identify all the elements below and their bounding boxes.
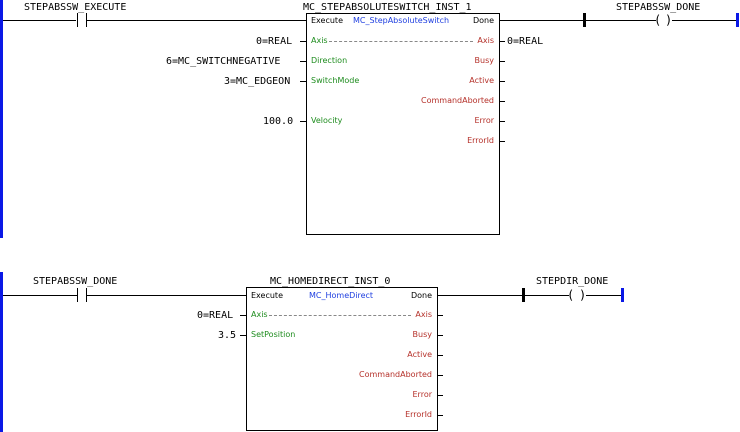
- pin-stub: [240, 315, 246, 316]
- pin-done: Done: [410, 291, 432, 300]
- pin-stub: [437, 315, 443, 316]
- contact-label: STEPABSSW_DONE: [33, 276, 118, 287]
- pin-stub: [300, 61, 306, 62]
- pin-stub: [437, 415, 443, 416]
- pin-axis-in: Axis: [311, 36, 328, 45]
- wire: [525, 295, 569, 296]
- pin-active: Active: [407, 350, 432, 359]
- function-block-mc-homedirect[interactable]: Execute MC_HomeDirect Done Axis Axis Set…: [246, 287, 438, 431]
- pin-commandaborted: CommandAborted: [359, 370, 432, 379]
- pin-stub: [300, 41, 306, 42]
- pin-axis-in: Axis: [251, 310, 268, 319]
- setposition-input-value[interactable]: 3.5: [218, 330, 237, 341]
- switchmode-input-value[interactable]: 3=MC_EDGEON: [224, 76, 291, 87]
- coil-label: STEPABSSW_DONE: [616, 2, 701, 13]
- fb-type-label: MC_StepAbsoluteSwitch: [353, 16, 450, 25]
- pin-active: Active: [469, 76, 494, 85]
- wire: [586, 295, 621, 296]
- pin-busy: Busy: [474, 56, 494, 65]
- pin-stub: [499, 61, 505, 62]
- wire: [3, 20, 76, 21]
- pin-stub: [499, 81, 505, 82]
- left-power-rail-rung1: [0, 0, 3, 238]
- pin-axis-out: Axis: [477, 36, 494, 45]
- pin-stub: [437, 375, 443, 376]
- axis-input-value[interactable]: 0=REAL: [256, 36, 293, 47]
- pin-direction: Direction: [311, 56, 348, 65]
- pin-execute: Execute: [251, 291, 283, 300]
- pin-stub: [437, 355, 443, 356]
- coil-label: STEPDIR_DONE: [536, 276, 609, 287]
- axis-passthrough-line: [269, 315, 411, 316]
- velocity-input-value[interactable]: 100.0: [263, 116, 294, 127]
- wire: [87, 20, 306, 21]
- pin-stub: [437, 395, 443, 396]
- axis-input-value[interactable]: 0=REAL: [197, 310, 234, 321]
- pin-stub: [499, 121, 505, 122]
- wire: [586, 20, 656, 21]
- fb-type-label: MC_HomeDirect: [309, 291, 374, 300]
- axis-output-value[interactable]: 0=REAL: [507, 36, 544, 47]
- pin-errorid: ErrorId: [405, 410, 432, 419]
- pin-stub: [300, 121, 306, 122]
- pin-error: Error: [474, 116, 495, 125]
- pin-stub: [240, 335, 246, 336]
- right-power-rail-rung2: [621, 288, 624, 302]
- wire: [672, 20, 736, 21]
- pin-velocity: Velocity: [311, 116, 343, 125]
- pin-setposition: SetPosition: [251, 330, 296, 339]
- pin-commandaborted: CommandAborted: [421, 96, 494, 105]
- pin-stub: [499, 41, 505, 42]
- pin-error: Error: [412, 390, 433, 399]
- wire: [499, 20, 583, 21]
- right-power-rail-rung1: [736, 13, 739, 27]
- pin-axis-out: Axis: [415, 310, 432, 319]
- axis-passthrough-line: [329, 41, 473, 42]
- pin-done: Done: [472, 16, 494, 25]
- direction-input-value[interactable]: 6=MC_SWITCHNEGATIVE: [166, 56, 281, 67]
- fb-instance-name[interactable]: MC_HOMEDIRECT_INST_0: [270, 276, 391, 287]
- function-block-mc-stepabsoluteswitch[interactable]: Execute MC_StepAbsoluteSwitch Done Axis …: [306, 13, 500, 235]
- wire: [3, 295, 77, 296]
- wire: [437, 295, 523, 296]
- pin-stub: [499, 101, 505, 102]
- pin-execute: Execute: [311, 16, 343, 25]
- pin-stub: [499, 141, 505, 142]
- pin-errorid: ErrorId: [467, 136, 494, 145]
- wire: [87, 295, 246, 296]
- pin-busy: Busy: [412, 330, 432, 339]
- pin-stub: [437, 335, 443, 336]
- contact-label: STEPABSSW_EXECUTE: [24, 2, 127, 13]
- pin-switchmode: SwitchMode: [311, 76, 360, 85]
- wire-junction: [583, 13, 586, 27]
- left-power-rail-rung2: [0, 272, 3, 432]
- wire-junction: [522, 288, 525, 302]
- fb-instance-name[interactable]: MC_STEPABSOLUTESWITCH_INST_1: [303, 2, 472, 13]
- pin-stub: [300, 81, 306, 82]
